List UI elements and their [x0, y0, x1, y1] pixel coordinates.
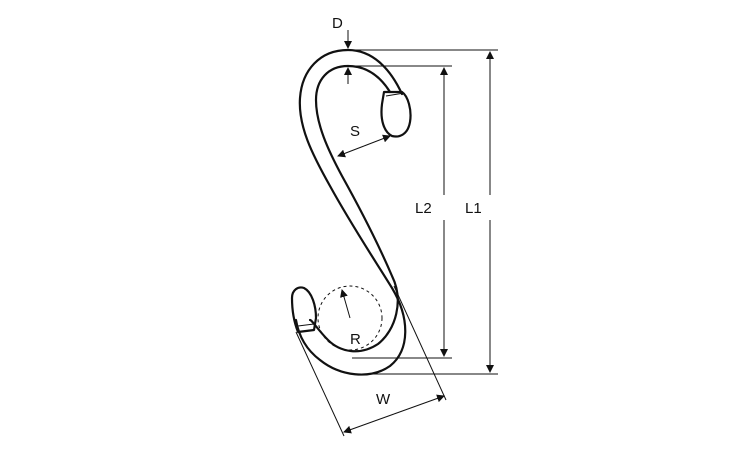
s-hook — [290, 48, 412, 376]
r-dimension: R — [340, 289, 361, 348]
w-ext-right — [393, 285, 447, 401]
r-label: R — [350, 331, 361, 348]
s-arrow-right — [363, 134, 391, 147]
s-dimension: S — [337, 123, 391, 158]
w-dimension: W — [295, 285, 447, 437]
w-ext-left — [295, 331, 345, 437]
bottom-cap-seam — [297, 323, 315, 327]
w-label: W — [376, 391, 391, 408]
bottom-end-cap — [290, 286, 318, 334]
w-arrow-right — [393, 394, 445, 415]
s-label: S — [350, 123, 360, 140]
d-dimension: D — [332, 15, 352, 84]
r-arrow — [340, 289, 351, 319]
l1-label: L1 — [465, 200, 482, 217]
top-cap-seam — [385, 92, 405, 97]
top-end-cap — [380, 90, 412, 138]
w-arrow-left — [343, 413, 395, 434]
l2-label: L2 — [415, 200, 432, 217]
hook-outer-edge — [294, 48, 407, 376]
d-label: D — [332, 15, 343, 32]
l2-dimension: L2 — [350, 65, 452, 359]
s-arrow-left — [337, 145, 365, 158]
hook-inner-edge — [308, 64, 399, 353]
radius-circle — [317, 285, 383, 351]
l1-dimension: L1 — [348, 49, 498, 375]
